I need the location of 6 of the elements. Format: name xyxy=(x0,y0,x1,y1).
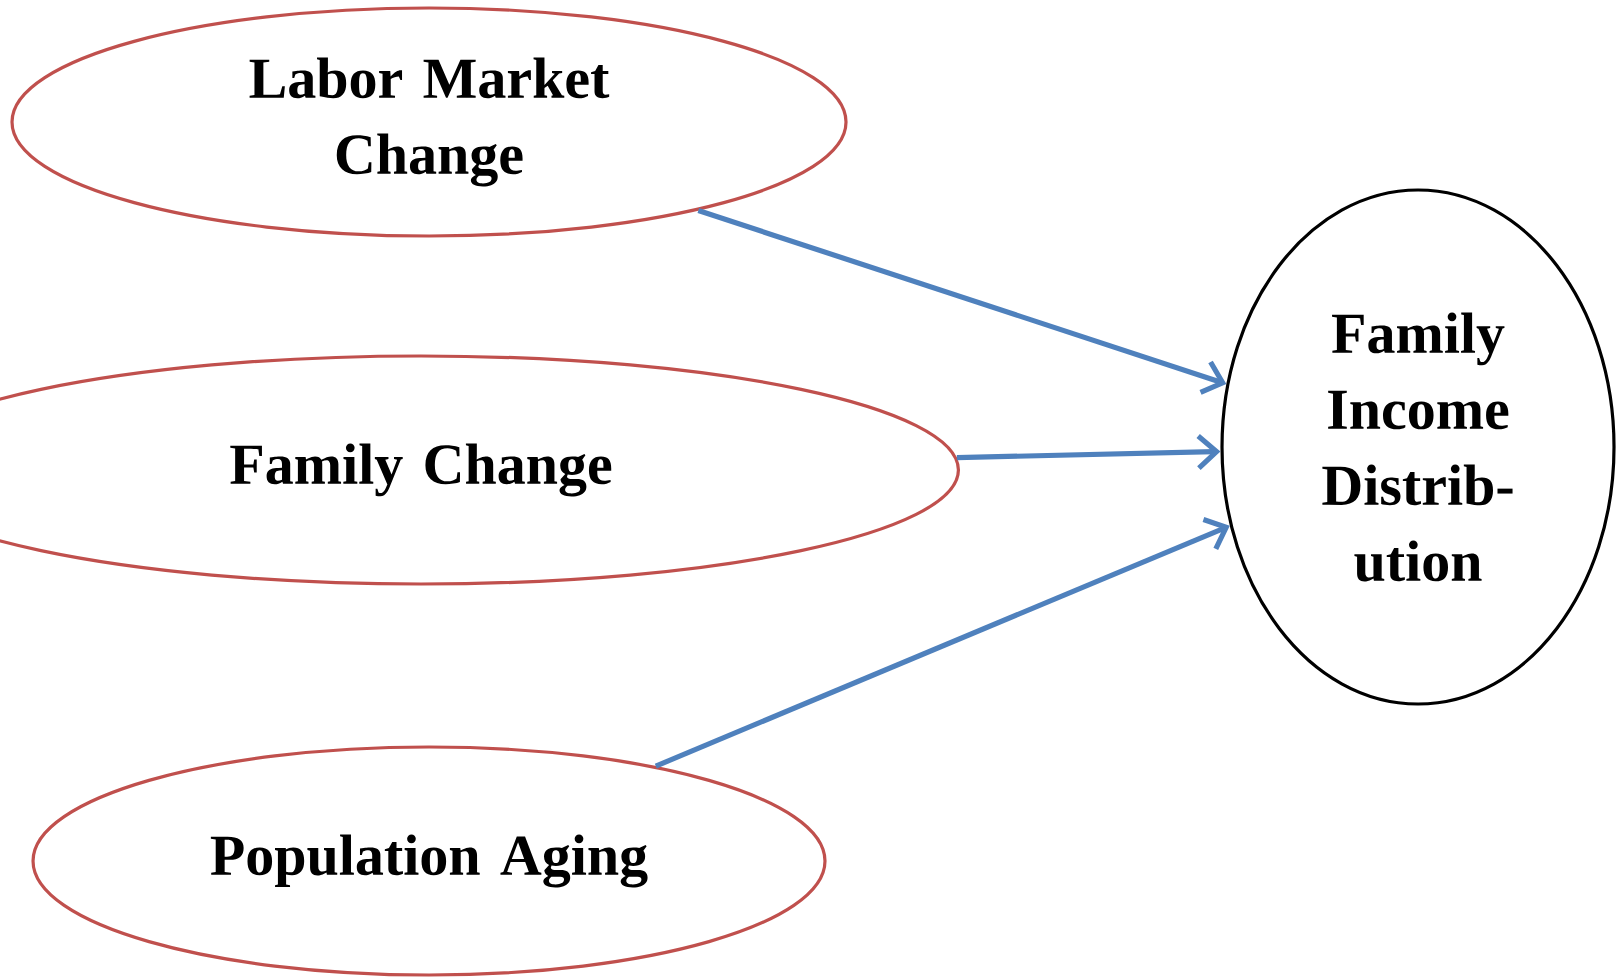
arrow xyxy=(956,434,1221,470)
arrow xyxy=(654,517,1230,769)
ellipse-node: Population Aging xyxy=(31,745,827,977)
arrow xyxy=(697,208,1227,395)
ellipse-node: Family Income Distrib- ution xyxy=(1220,188,1616,706)
ellipse-node: Labor Market Change xyxy=(10,6,848,238)
